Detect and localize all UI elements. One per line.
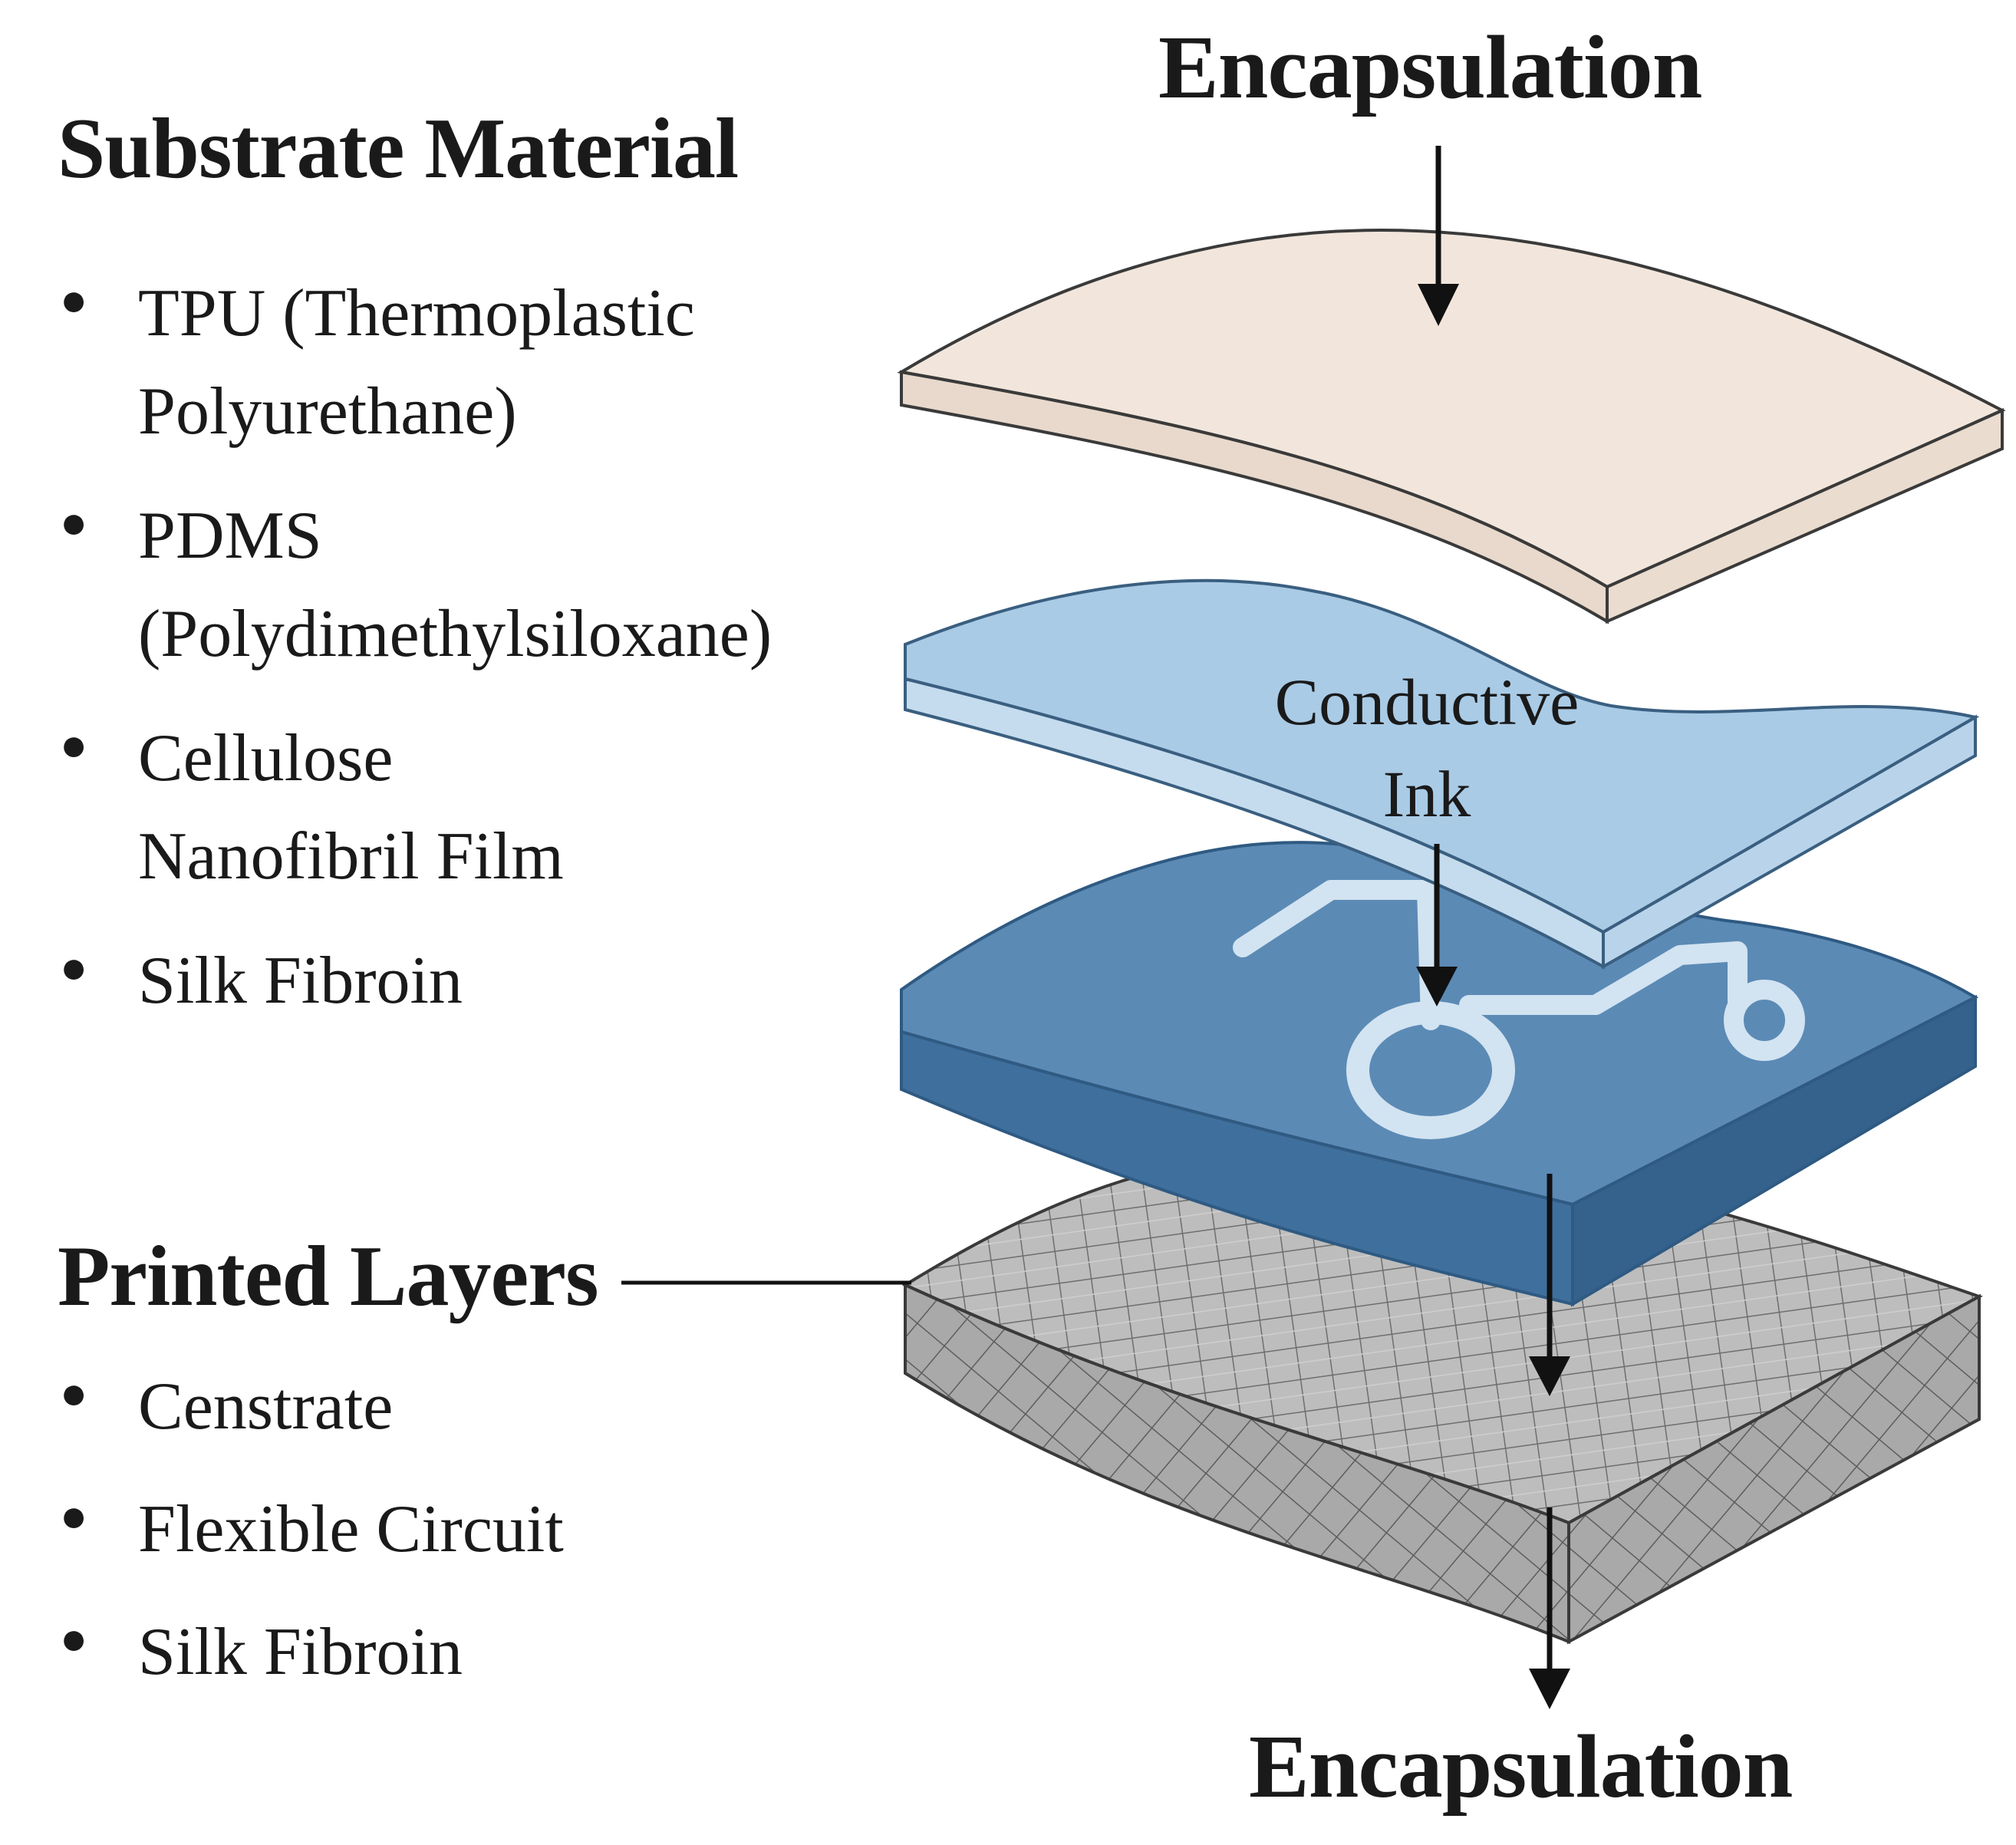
- bullet-icon: ●: [60, 275, 88, 325]
- bullet-icon: ●: [60, 720, 88, 770]
- circuit-trace: [1233, 880, 1748, 1030]
- printed-item-censtrate: Censtrate: [138, 1369, 394, 1444]
- substrate-item-cellulose: Cellulose Nanofibril Film: [138, 721, 564, 894]
- substrate-item-pdms: PDMS (Polydimethylsiloxane): [138, 499, 772, 671]
- substrate-item-tpu: TPU (Thermoplastic Polyurethane): [138, 276, 695, 449]
- printed-layers-heading: Printed Layers: [58, 1229, 599, 1324]
- bullet-icon: ●: [60, 1491, 88, 1541]
- circuit-layer: [900, 841, 1979, 1307]
- printed-item-silk-fibroin: Silk Fibroin: [138, 1615, 463, 1689]
- conductive-ink-layer: [904, 578, 1980, 970]
- bullet-icon: ●: [60, 1368, 88, 1418]
- encapsulation-bottom-label: Encapsulation: [1249, 1716, 1793, 1817]
- printed-item-flexible-circuit: Flexible Circuit: [138, 1492, 564, 1567]
- substrate-material-heading: Substrate Material: [58, 101, 739, 196]
- encapsulation-film-layer: [897, 228, 2006, 624]
- bullet-icon: ●: [60, 1613, 88, 1664]
- encapsulation-top-label: Encapsulation: [1158, 17, 1702, 117]
- bullet-icon: ●: [60, 942, 88, 993]
- process-arrows: [621, 146, 1570, 1709]
- bullet-icon: ●: [60, 497, 88, 548]
- textile-substrate-layer: [901, 1148, 1983, 1645]
- substrate-item-silk-fibroin: Silk Fibroin: [138, 944, 463, 1018]
- conductive-ink-label: Conductive Ink: [1274, 665, 1580, 832]
